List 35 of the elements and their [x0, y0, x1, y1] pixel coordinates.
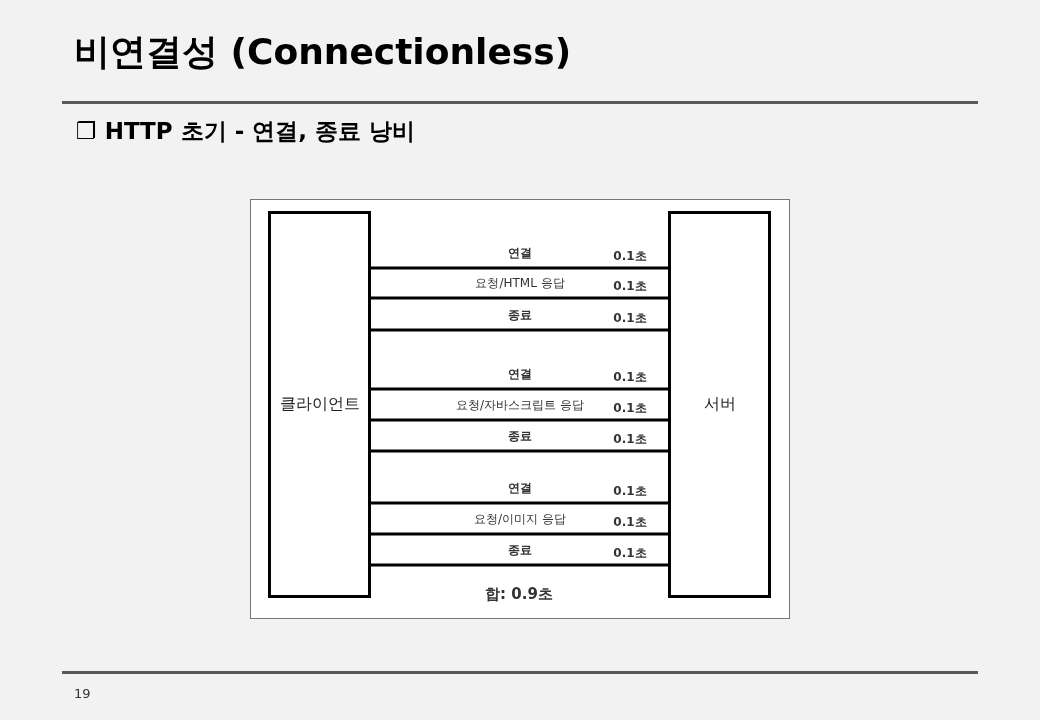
connector-line [371, 501, 668, 505]
edge-label: 종료 [508, 428, 532, 445]
connector-line [371, 532, 668, 536]
duration-label: 0.1초 [613, 514, 647, 531]
duration-label: 0.1초 [613, 310, 647, 327]
duration-label: 0.1초 [613, 431, 647, 448]
edge-label: 요청/자바스크립트 응답 [456, 397, 584, 414]
subtitle: ❐ HTTP 초기 - 연결, 종료 낭비 [76, 117, 415, 146]
node-label: 서버 [703, 394, 736, 415]
total-label: 합: 0.9초 [485, 585, 553, 604]
edge-label: 종료 [508, 542, 532, 559]
edge-label: 연결 [508, 480, 532, 497]
edge-label: 요청/이미지 응답 [474, 511, 566, 528]
connector-line [371, 418, 668, 422]
node-label: 클라이언트 [279, 394, 360, 415]
process-box [268, 211, 371, 598]
duration-label: 0.1초 [613, 483, 647, 500]
connector-line [371, 563, 668, 567]
process-box [668, 211, 771, 598]
edge-label: 연결 [508, 366, 532, 383]
slide-title: 비연결성 (Connectionless) [74, 30, 572, 74]
connector-line [371, 296, 668, 300]
edge-label: 연결 [508, 245, 532, 262]
duration-label: 0.1초 [613, 369, 647, 386]
duration-label: 0.1초 [613, 545, 647, 562]
page-number: 19 [74, 686, 91, 701]
connector-line [371, 328, 668, 332]
connector-line [371, 266, 668, 270]
duration-label: 0.1초 [613, 278, 647, 295]
connector-line [371, 449, 668, 453]
duration-label: 0.1초 [613, 248, 647, 265]
duration-label: 0.1초 [613, 400, 647, 417]
connector-line [371, 387, 668, 391]
edge-label: 종료 [508, 307, 532, 324]
edge-label: 요청/HTML 응답 [475, 275, 565, 292]
